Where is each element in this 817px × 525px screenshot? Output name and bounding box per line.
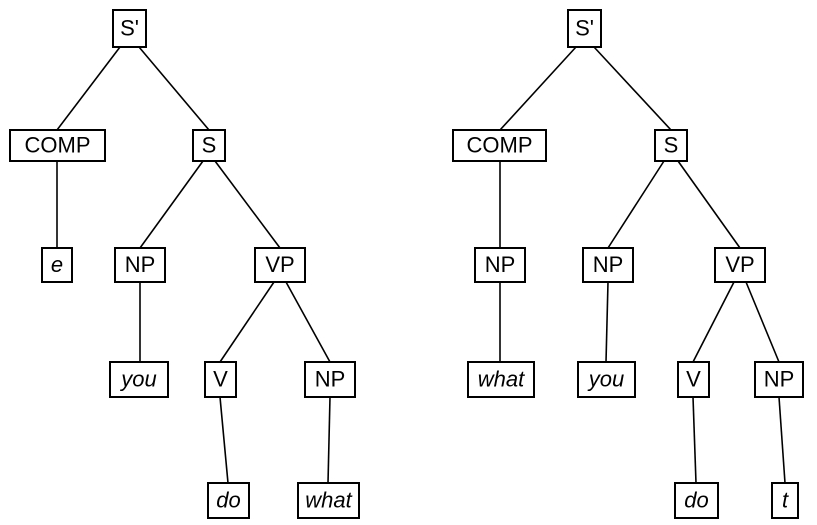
tree-edge-R-S-to-R-NP1	[607, 160, 665, 249]
node-box	[297, 482, 360, 519]
node-label: S'	[575, 15, 594, 40]
tree-node-R-S[interactable]: S	[654, 129, 688, 162]
node-label: S	[664, 132, 679, 157]
tree-edge-L-VP-to-L-V	[219, 281, 275, 363]
tree-edge-R-NP1-to-R-you	[605, 281, 609, 363]
node-box	[254, 247, 306, 283]
tree-node-L-do[interactable]: do	[207, 482, 250, 519]
node-label: what	[478, 366, 525, 391]
node-box	[41, 247, 73, 283]
tree-node-R-Sbar[interactable]: S'	[567, 9, 602, 48]
tree-node-L-NP1[interactable]: NP	[114, 247, 166, 283]
tree-edge-R-V-to-R-do	[692, 396, 697, 484]
tree-edge-L-S-to-L-NP1	[139, 160, 204, 249]
tree-node-L-V[interactable]: V	[204, 361, 237, 398]
tree-node-R-NP1[interactable]: NP	[582, 247, 634, 283]
tree-edge-L-S-to-L-VP	[214, 160, 281, 249]
node-label: what	[305, 487, 352, 512]
surface-structure-tree: S' COMP S NP NP VP what you V NP do t	[452, 9, 804, 519]
node-box	[474, 247, 526, 283]
tree-node-R-do[interactable]: do	[674, 482, 719, 519]
node-box	[114, 247, 166, 283]
node-label: NP	[764, 366, 795, 391]
node-label: do	[216, 487, 240, 512]
tree-edge-R-Sbar-to-R-COMP	[499, 46, 577, 131]
node-box	[109, 361, 169, 398]
node-box	[582, 247, 634, 283]
node-label: VP	[725, 252, 754, 277]
node-box	[674, 482, 719, 519]
node-box	[452, 129, 547, 162]
node-box	[677, 361, 710, 398]
node-box	[304, 361, 356, 398]
tree-edge-R-Sbar-to-R-S	[593, 46, 672, 131]
tree-edge-R-S-to-R-VP	[677, 160, 741, 249]
tree-node-R-t[interactable]: t	[771, 482, 799, 519]
tree-node-R-you[interactable]: you	[577, 361, 636, 398]
tree-node-L-you[interactable]: you	[109, 361, 169, 398]
node-label: do	[684, 487, 708, 512]
node-box	[567, 9, 602, 48]
tree-edge-R-VP-to-R-V	[692, 281, 735, 363]
node-label: COMP	[467, 132, 533, 157]
node-label: NP	[125, 252, 156, 277]
tree-node-L-what[interactable]: what	[297, 482, 360, 519]
node-box	[467, 361, 535, 398]
node-label: S	[202, 132, 217, 157]
node-label: COMP	[25, 132, 91, 157]
tree-edge-L-NP2-to-L-what	[327, 396, 331, 484]
tree-node-L-COMP[interactable]: COMP	[9, 129, 106, 162]
node-label: you	[119, 366, 156, 391]
tree-node-R-what[interactable]: what	[467, 361, 535, 398]
node-box	[207, 482, 250, 519]
node-label: e	[51, 252, 63, 277]
tree-edge-L-VP-to-L-NP2	[285, 281, 331, 363]
node-label: NP	[315, 366, 346, 391]
tree-node-L-S[interactable]: S	[192, 129, 226, 162]
tree-node-L-e[interactable]: e	[41, 247, 73, 283]
node-label: NP	[485, 252, 516, 277]
node-label: VP	[265, 252, 294, 277]
tree-edge-R-VP-to-R-NP2	[745, 281, 780, 363]
node-box	[714, 247, 766, 283]
node-box	[771, 482, 799, 519]
node-box	[654, 129, 688, 162]
tree-node-L-VP[interactable]: VP	[254, 247, 306, 283]
edge-group	[499, 46, 786, 484]
node-box	[9, 129, 106, 162]
tree-node-R-NP0[interactable]: NP	[474, 247, 526, 283]
node-label: V	[686, 366, 701, 391]
tree-edge-L-V-to-L-do	[219, 396, 229, 484]
node-box	[204, 361, 237, 398]
node-label: t	[782, 487, 789, 512]
tree-node-R-NP2[interactable]: NP	[754, 361, 804, 398]
tree-node-R-COMP[interactable]: COMP	[452, 129, 547, 162]
node-label: you	[587, 366, 624, 391]
tree-node-R-VP[interactable]: VP	[714, 247, 766, 283]
tree-edge-L-Sbar-to-L-S	[138, 46, 210, 131]
node-box	[754, 361, 804, 398]
node-label: NP	[593, 252, 624, 277]
tree-edge-L-Sbar-to-L-COMP	[56, 46, 121, 131]
tree-edge-R-NP2-to-R-t	[778, 396, 786, 484]
tree-node-L-Sbar[interactable]: S'	[112, 9, 147, 48]
node-box	[112, 9, 147, 48]
node-box	[577, 361, 636, 398]
node-label: S'	[120, 15, 139, 40]
tree-node-L-NP2[interactable]: NP	[304, 361, 356, 398]
node-box	[192, 129, 226, 162]
edge-group	[56, 46, 331, 484]
node-label: V	[213, 366, 228, 391]
tree-node-R-V[interactable]: V	[677, 361, 710, 398]
